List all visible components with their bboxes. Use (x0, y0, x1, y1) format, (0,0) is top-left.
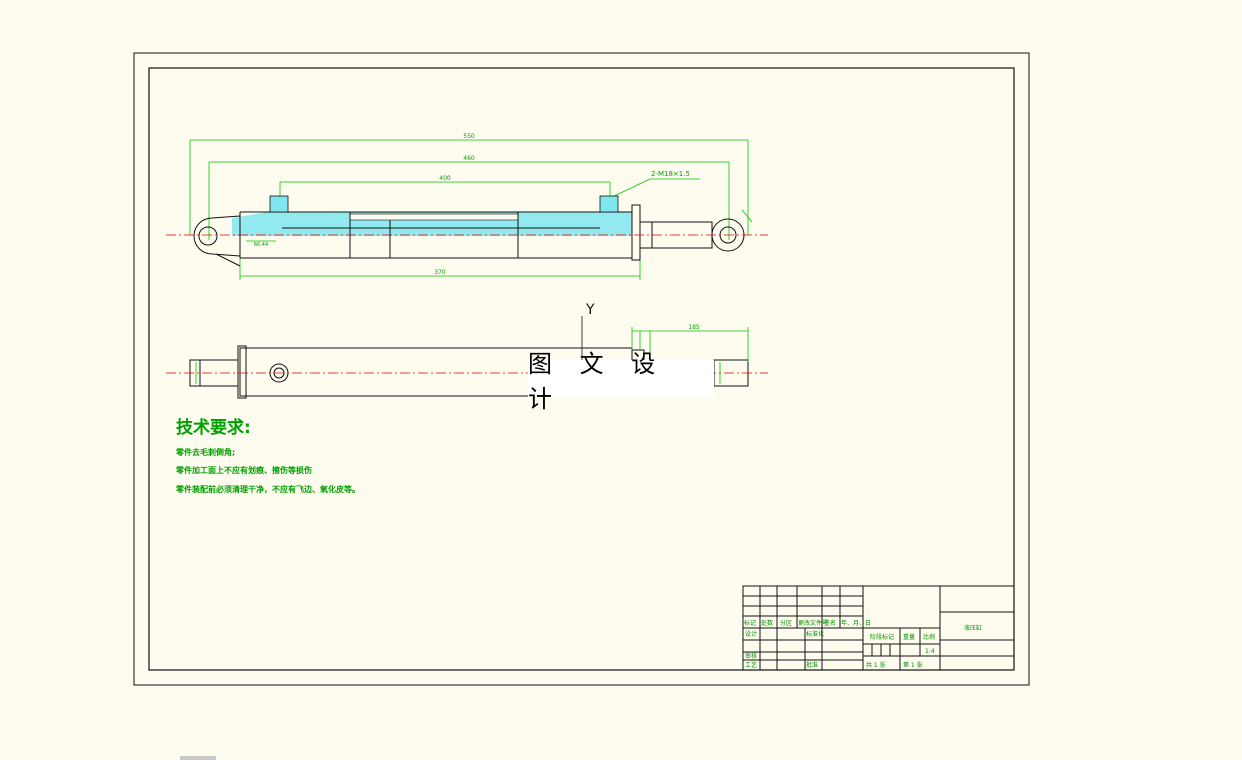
tb-weight: 重量 (903, 633, 915, 641)
tb-process: 工艺 (745, 661, 757, 669)
requirement-line-2: 零件加工面上不应有划痕、擦伤等损伤 (176, 466, 312, 475)
y-axis-label: Y (585, 302, 595, 318)
section-hatch (232, 212, 632, 236)
dim-overall-length: 550 (463, 133, 475, 140)
inner-frame (148, 67, 1015, 671)
tb-approve: 批准 (806, 661, 818, 669)
tb-date: 年、月、日 (841, 619, 871, 627)
dim-rod-extension: 185 (688, 324, 700, 331)
tb-scale-value: 1:4 (925, 648, 935, 655)
tb-design: 设计 (745, 630, 757, 638)
title-block: 标记 处数 分区 更改文件号 签名 年、月、日 设计 标准化 审核 工艺 批准 … (742, 585, 1015, 671)
requirement-line-3: 零件装配前必须清理干净，不应有飞边、氧化皮等。 (176, 485, 360, 494)
hole-callout: 2-M18×1.5 (651, 170, 690, 178)
outer-frame (133, 52, 1030, 686)
tb-standardization: 标准化 (806, 630, 824, 638)
front-view: 550 460 400 2-M18×1.5 66.44 370 (166, 133, 768, 280)
requirement-line-1: 零件去毛刺倒角; (176, 448, 236, 457)
tb-drawing-name: 液压缸 (964, 624, 982, 632)
tb-sheet-no: 第 1 张 (903, 661, 923, 669)
tb-mark: 标记 (744, 619, 756, 627)
tb-stage-mark: 阶段标记 (870, 633, 894, 641)
tb-sheets: 共 1 张 (866, 661, 886, 669)
dim-port-distance: 400 (439, 175, 451, 182)
dim-small-left: 66.44 (254, 242, 268, 248)
top-view: Y 185 (166, 302, 768, 399)
tb-change-doc: 更改文件号 (798, 619, 828, 627)
tb-count: 处数 (761, 619, 773, 627)
tb-sign: 签名 (824, 619, 836, 627)
horizontal-scrollbar[interactable] (180, 756, 216, 760)
tb-scale: 比例 (923, 633, 935, 641)
dim-body-length: 370 (434, 269, 446, 276)
watermark: 图 文 设 计 (528, 350, 714, 413)
dim-center-distance: 460 (463, 155, 475, 162)
tb-review: 审核 (745, 652, 757, 660)
requirements-title: 技术要求: (176, 418, 251, 438)
tb-zone: 分区 (780, 619, 792, 627)
